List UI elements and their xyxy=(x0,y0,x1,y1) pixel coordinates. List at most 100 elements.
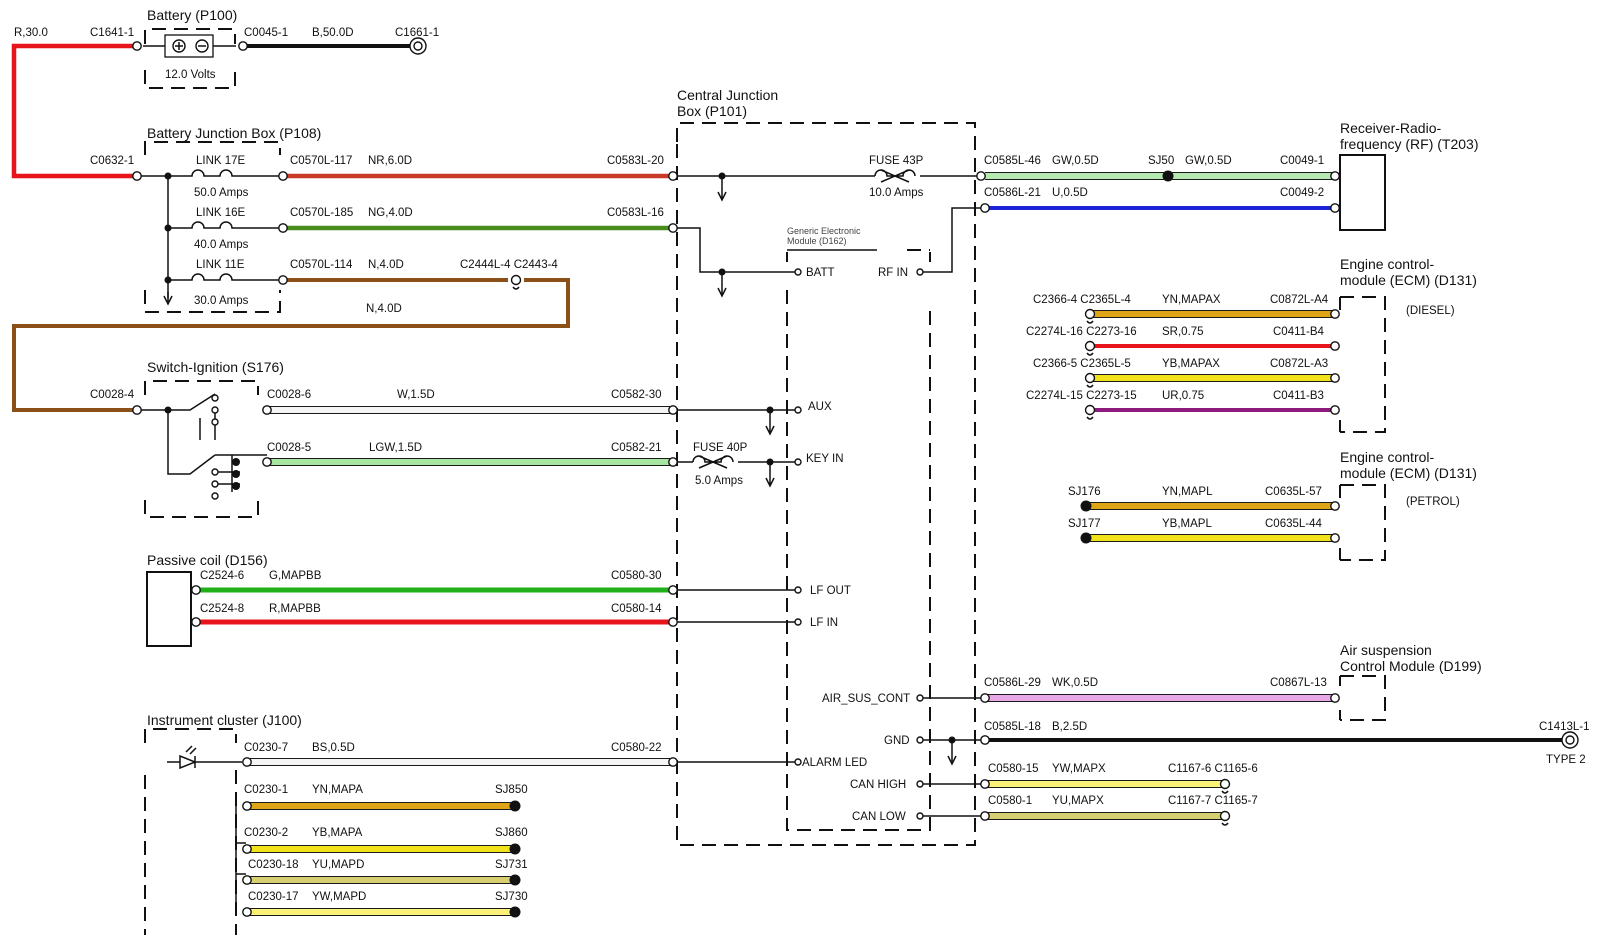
battery-rating: 12.0 Volts xyxy=(165,69,216,81)
pin-label: LF IN xyxy=(810,617,838,629)
connector-terminal xyxy=(242,907,252,917)
wire-spec: N,4.0D xyxy=(368,259,404,271)
connector-label: C2524-6 xyxy=(200,570,244,582)
splice-label: SJ730 xyxy=(495,891,528,903)
pin-label: CAN LOW xyxy=(852,811,906,823)
connector-label: C0411-B4 xyxy=(1273,326,1325,338)
air-suspension-outline xyxy=(1339,675,1386,721)
wire-spec: WK,0.5D xyxy=(1052,677,1098,689)
wire-spec: R,MAPBB xyxy=(269,603,321,615)
pin-label: LF OUT xyxy=(810,585,851,597)
gem-pin-keyin xyxy=(794,458,802,466)
wire-spec: YB,MAPAX xyxy=(1162,358,1220,370)
gem-pin-airsus xyxy=(916,694,924,702)
link-amps: 30.0 Amps xyxy=(194,295,249,307)
gem-pin-gnd xyxy=(916,736,924,744)
cjb-drop-arrow-icon xyxy=(765,410,775,436)
cjb-title-line2: Box (P101) xyxy=(677,103,747,119)
ignition-contact xyxy=(211,492,219,500)
pin-label: GND xyxy=(884,735,910,747)
bjb-title: Battery Junction Box (P108) xyxy=(147,125,321,141)
wire-n-4 xyxy=(12,278,570,412)
connector-terminal xyxy=(191,585,201,595)
connector-terminal xyxy=(1330,309,1340,319)
wire-spec: YB,MAPA xyxy=(312,827,363,839)
connector-label: C2444L-4 C2443-4 xyxy=(460,259,558,271)
ecm-diesel-title-line1: Engine control- xyxy=(1340,256,1435,272)
connector-label: C0872L-A3 xyxy=(1270,358,1328,370)
wire-labels: R,30.0 C1641-1 C0045-1 B,50.0D C1661-1 C… xyxy=(14,27,1590,903)
connector-terminal xyxy=(668,617,678,627)
wire-spec: YB,MAPL xyxy=(1162,518,1212,530)
wire-spec: YU,MAPD xyxy=(312,859,364,871)
bjb-ground-arrow-icon xyxy=(163,292,173,306)
inline-connector xyxy=(1084,404,1096,416)
connector-label: C0580-14 xyxy=(611,603,662,615)
cjb-outline xyxy=(676,122,976,846)
receiver-title-line1: Receiver-Radio- xyxy=(1340,120,1441,136)
battery-outline xyxy=(144,28,236,89)
splice-point xyxy=(1080,500,1092,512)
wire-spec: YN,MAPA xyxy=(312,784,363,796)
connector-label: C2274L-15 C2273-15 xyxy=(1026,390,1137,402)
connector-label: C0585L-18 xyxy=(984,721,1041,733)
connector-label: C0570L-117 xyxy=(290,155,352,167)
connector-label: C0635L-44 xyxy=(1265,518,1323,530)
inline-connector-hook xyxy=(1221,790,1229,794)
connector-label: C0049-2 xyxy=(1280,187,1324,199)
cjb-title-line1: Central Junction xyxy=(677,87,778,103)
connector-label: C0411-B3 xyxy=(1273,390,1324,402)
splice-point xyxy=(509,800,521,812)
connector-label: C0583L-20 xyxy=(607,155,664,167)
wire-spec: YN,MAPAX xyxy=(1162,294,1221,306)
connector-label: C0028-4 xyxy=(90,389,135,401)
gem-pin-lfout xyxy=(794,586,802,594)
connector-terminal xyxy=(132,41,142,51)
gem-pin-canlow xyxy=(916,812,924,820)
connector-terminal xyxy=(242,844,252,854)
connector-label: C0570L-185 xyxy=(290,207,353,219)
wire-spec: YN,MAPL xyxy=(1162,486,1213,498)
internal-routing xyxy=(677,169,981,820)
connector-terminal xyxy=(980,779,990,789)
connector-label: C0230-1 xyxy=(244,784,288,796)
inline-connector-hook xyxy=(1086,320,1094,324)
receiver-title-line2: frequency (RF) (T203) xyxy=(1340,136,1478,152)
connector-label: C0582-21 xyxy=(611,442,662,454)
inline-connector-hook xyxy=(512,286,520,290)
connector-terminal xyxy=(1330,693,1340,703)
markers-layer xyxy=(132,37,1579,918)
gem-pin-alarm xyxy=(794,758,802,766)
wire-spec: B,50.0D xyxy=(312,27,354,39)
connector-label: C1167-7 C1165-7 xyxy=(1168,795,1258,807)
connector-label: C0580-30 xyxy=(611,570,662,582)
bjb-outline xyxy=(144,141,281,313)
connector-label: C0586L-29 xyxy=(984,677,1041,689)
connector-label: C1661-1 xyxy=(395,27,439,39)
fuse-amps: 5.0 Amps xyxy=(695,475,743,487)
wire-spec: B,2.5D xyxy=(1052,721,1087,733)
ignition-contact xyxy=(211,418,219,426)
wire-spec: YU,MAPX xyxy=(1052,795,1104,807)
inline-connector xyxy=(1084,340,1096,352)
connector-label: C2524-8 xyxy=(200,603,244,615)
inline-connector-hook xyxy=(1086,416,1094,420)
inline-connector xyxy=(510,274,522,286)
fuse-name: FUSE 43P xyxy=(869,155,924,167)
wire-spec: NG,4.0D xyxy=(368,207,413,219)
fuse-link-16e-icon xyxy=(168,221,281,229)
gem-title-line2: Module (D162) xyxy=(787,236,847,246)
wire-spec: N,4.0D xyxy=(366,303,402,315)
connector-terminal xyxy=(980,735,990,745)
connector-label: C0635L-57 xyxy=(1265,486,1322,498)
pin-label: AIR_SUS_CONT xyxy=(822,693,910,705)
ecm-petrol-title-line1: Engine control- xyxy=(1340,449,1435,465)
pin-label: AUX xyxy=(808,401,832,413)
wire-spec: LGW,1.5D xyxy=(369,442,422,454)
connector-terminal xyxy=(1330,533,1340,543)
ignition-node xyxy=(164,406,172,414)
connector-label: C0230-7 xyxy=(244,742,288,754)
connector-terminal xyxy=(242,757,252,767)
connector-label: C0586L-21 xyxy=(984,187,1041,199)
connector-label: C0028-5 xyxy=(267,442,311,454)
